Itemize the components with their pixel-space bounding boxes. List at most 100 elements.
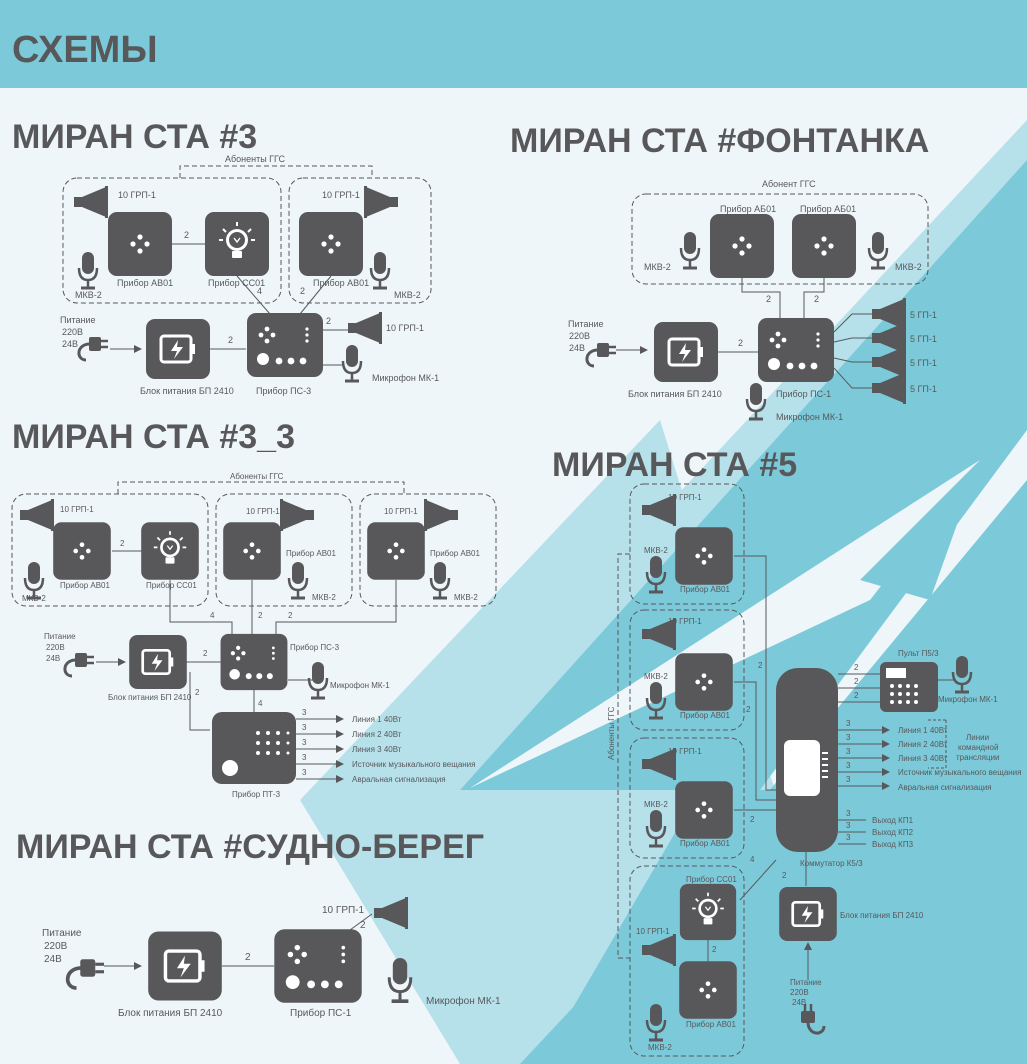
svg-text:3: 3 bbox=[302, 768, 307, 777]
ab01-device-icon bbox=[223, 522, 281, 580]
svg-text:2: 2 bbox=[245, 952, 251, 963]
svg-text:Линия 1 40Вт: Линия 1 40Вт bbox=[898, 726, 948, 735]
svg-text:Выход КП2: Выход КП2 bbox=[872, 828, 914, 837]
svg-text:3: 3 bbox=[302, 738, 307, 747]
svg-text:Абоненты ГГС: Абоненты ГГС bbox=[230, 472, 284, 481]
svg-text:Прибор АВ01: Прибор АВ01 bbox=[286, 549, 336, 558]
svg-text:24В: 24В bbox=[46, 654, 60, 663]
ab01-device-icon bbox=[710, 214, 774, 278]
svg-text:Линия 3 40Вт: Линия 3 40Вт bbox=[352, 745, 402, 754]
svg-text:3: 3 bbox=[846, 833, 851, 842]
svg-text:Линии: Линии bbox=[966, 733, 989, 742]
title-sta-3: МИРАН СТА #3 bbox=[12, 118, 257, 156]
svg-text:2: 2 bbox=[738, 338, 743, 348]
svg-text:10 ГРП-1: 10 ГРП-1 bbox=[322, 905, 365, 916]
svg-text:Блок питания БП 2410: Блок питания БП 2410 bbox=[840, 911, 924, 920]
svg-text:4: 4 bbox=[258, 699, 263, 708]
svg-text:2: 2 bbox=[746, 705, 751, 714]
ps3-device-icon bbox=[247, 313, 323, 377]
svg-text:Питание: Питание bbox=[42, 928, 82, 939]
lamp-device-icon bbox=[678, 882, 738, 942]
svg-text:Микрофон МК-1: Микрофон МК-1 bbox=[372, 373, 439, 383]
svg-text:Прибор АБ01: Прибор АБ01 bbox=[720, 204, 776, 214]
svg-text:МКВ-2: МКВ-2 bbox=[644, 672, 668, 681]
svg-text:Прибор АБ01: Прибор АБ01 bbox=[800, 204, 856, 214]
power-supply-icon bbox=[777, 885, 839, 943]
label-cc01: Прибор СС01 bbox=[208, 278, 265, 288]
lamp-device-icon bbox=[204, 211, 270, 277]
svg-text:Линия 2 40Вт: Линия 2 40Вт bbox=[898, 740, 948, 749]
svg-text:4: 4 bbox=[210, 611, 215, 620]
svg-text:24В: 24В bbox=[569, 343, 585, 353]
svg-text:5 ГП-1: 5 ГП-1 bbox=[910, 358, 937, 368]
svg-text:Прибор АВ01: Прибор АВ01 bbox=[680, 711, 730, 720]
svg-text:220В: 220В bbox=[569, 331, 590, 341]
ps1-device-icon bbox=[274, 929, 362, 1003]
lamp-device-icon bbox=[140, 521, 200, 581]
svg-text:2: 2 bbox=[203, 649, 208, 658]
ab01-device-icon bbox=[675, 527, 733, 585]
svg-text:3: 3 bbox=[846, 733, 851, 742]
svg-text:2: 2 bbox=[854, 691, 859, 700]
svg-text:Микрофон МК-1: Микрофон МК-1 bbox=[938, 695, 998, 704]
svg-text:10 ГРП-1: 10 ГРП-1 bbox=[386, 323, 424, 333]
svg-text:МКВ-2: МКВ-2 bbox=[644, 800, 668, 809]
svg-text:2: 2 bbox=[758, 661, 763, 670]
diagram-sta-3: Абоненты ГГС 10 ГРП-1 Прибор АВ01 Прибор… bbox=[60, 154, 439, 396]
ab01-device-icon bbox=[367, 522, 425, 580]
svg-text:Блок питания БП 2410: Блок питания БП 2410 bbox=[108, 693, 192, 702]
svg-text:2: 2 bbox=[195, 688, 200, 697]
ab01-device-icon bbox=[299, 212, 363, 276]
svg-text:5 ГП-1: 5 ГП-1 bbox=[910, 310, 937, 320]
svg-text:5 ГП-1: 5 ГП-1 bbox=[910, 334, 937, 344]
svg-text:2: 2 bbox=[814, 294, 819, 304]
label-ab01: Прибор АВ01 bbox=[313, 278, 369, 288]
diagram-sudno: Питание 220В 24В Блок питания БП 2410 2 … bbox=[42, 897, 501, 1019]
ps3-device-icon bbox=[220, 633, 288, 691]
ps1-device-icon bbox=[758, 318, 834, 382]
svg-text:3: 3 bbox=[302, 708, 307, 717]
svg-text:2: 2 bbox=[300, 286, 305, 296]
svg-text:220В: 220В bbox=[44, 941, 68, 952]
label-ab01: Прибор АВ01 bbox=[117, 278, 173, 288]
svg-text:10 ГРП-1: 10 ГРП-1 bbox=[384, 507, 418, 516]
svg-text:2: 2 bbox=[120, 539, 125, 548]
svg-text:Прибор ПС-1: Прибор ПС-1 bbox=[290, 1007, 352, 1019]
svg-text:24В: 24В bbox=[62, 339, 78, 349]
svg-text:2: 2 bbox=[326, 316, 331, 326]
svg-text:24В: 24В bbox=[44, 954, 62, 965]
svg-text:3: 3 bbox=[846, 761, 851, 770]
svg-text:2: 2 bbox=[854, 677, 859, 686]
svg-text:2: 2 bbox=[258, 611, 263, 620]
svg-text:Микрофон МК-1: Микрофон МК-1 bbox=[330, 681, 390, 690]
svg-text:2: 2 bbox=[228, 335, 233, 345]
svg-text:Прибор СС01: Прибор СС01 bbox=[146, 581, 197, 590]
svg-text:Линия 3 40Вт: Линия 3 40Вт bbox=[898, 754, 948, 763]
svg-text:Прибор АВ01: Прибор АВ01 bbox=[430, 549, 480, 558]
svg-text:Блок питания БП 2410: Блок питания БП 2410 bbox=[628, 389, 722, 399]
svg-text:Линия 1 40Вт: Линия 1 40Вт bbox=[352, 715, 402, 724]
svg-text:Прибор ПС-1: Прибор ПС-1 bbox=[776, 389, 831, 399]
svg-text:10 ГРП-1: 10 ГРП-1 bbox=[668, 617, 702, 626]
svg-text:3: 3 bbox=[846, 809, 851, 818]
svg-text:Прибор АВ01: Прибор АВ01 bbox=[686, 1020, 736, 1029]
svg-text:220В: 220В bbox=[62, 327, 83, 337]
power-supply-icon bbox=[146, 929, 224, 1003]
svg-text:3: 3 bbox=[846, 747, 851, 756]
svg-text:Питание: Питание bbox=[568, 319, 604, 329]
svg-text:МКВ-2: МКВ-2 bbox=[22, 594, 46, 603]
ab01-device-icon bbox=[679, 961, 737, 1019]
svg-text:2: 2 bbox=[712, 945, 717, 954]
svg-text:220В: 220В bbox=[790, 988, 809, 997]
svg-text:3: 3 bbox=[302, 753, 307, 762]
svg-text:3: 3 bbox=[846, 775, 851, 784]
svg-text:2: 2 bbox=[766, 294, 771, 304]
svg-text:МКВ-2: МКВ-2 bbox=[895, 262, 922, 272]
svg-text:Прибор АВ01: Прибор АВ01 bbox=[680, 585, 730, 594]
label-grp: 10 ГРП-1 bbox=[322, 190, 360, 200]
svg-text:Микрофон МК-1: Микрофон МК-1 bbox=[776, 412, 843, 422]
label-grp: 10 ГРП-1 bbox=[118, 190, 156, 200]
ab01-device-icon bbox=[792, 214, 856, 278]
svg-text:МКВ-2: МКВ-2 bbox=[312, 593, 336, 602]
svg-text:2: 2 bbox=[750, 815, 755, 824]
